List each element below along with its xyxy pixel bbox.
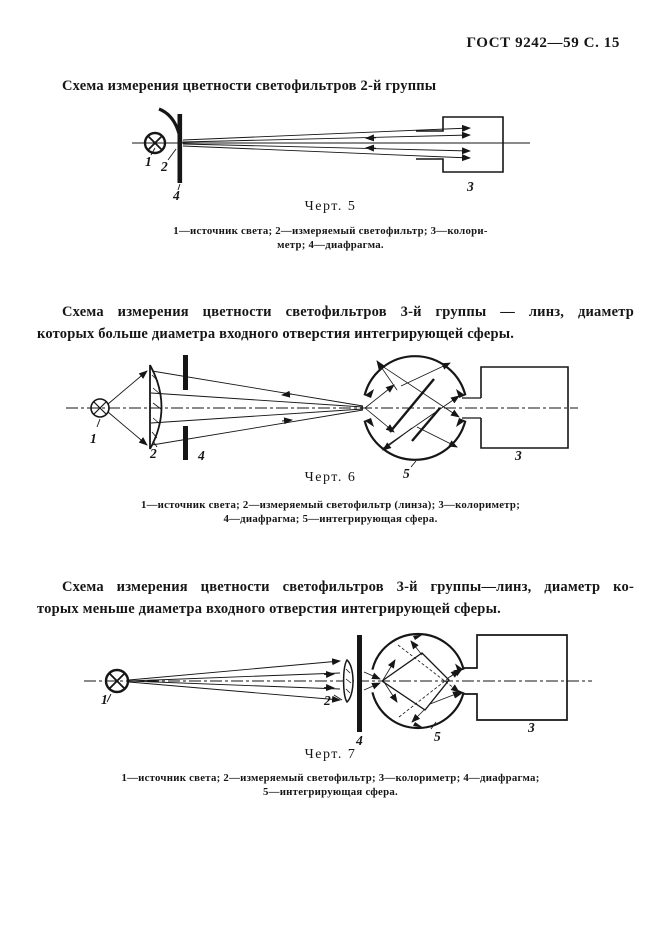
label-filter: 2 [149,446,157,461]
page-header: ГОСТ 9242—59 С. 15 [466,35,620,51]
diaphragm-bar [357,635,362,732]
section2-title-line2: которых больше диаметра входного отверст… [37,325,515,342]
rays-source-to-lens [128,658,341,703]
small-lens-filter [342,658,354,704]
light-rays [182,124,471,162]
figure5-label: Черт. 5 [304,199,357,214]
label-sphere: 5 [403,466,410,480]
figure7-legend-line2: 5—интегрирующая сфера. [263,785,398,798]
diaphragm-bar-bottom [183,426,188,460]
light-source-icon [90,398,110,418]
figure7-legend-line1: 1—источник света; 2—измеряемый светофиль… [121,772,540,784]
figure5-diagram: 1 2 4 3 [132,107,530,202]
figure5-legend: 1—источник света; 2—измеряемый светофиль… [0,225,661,252]
section1-title: Схема измерения цветности светофильтров … [37,76,634,98]
label-filter: 2 [323,693,331,708]
lens-filter [149,364,163,450]
diaphragm-bar [177,114,183,183]
figure5-legend-line2: метр; 4—диафрагма. [277,238,384,251]
label-colorimeter: 3 [466,179,474,194]
label-diaphragm: 4 [172,188,180,202]
section3-title-line1: Схема измерения цветности светофильтров … [62,579,634,595]
rays-lens-to-sphere [150,370,364,446]
section3-title-line2: торых меньше диаметра входного отверстия… [37,600,501,617]
sphere-baffle-diamond [380,652,450,711]
section3-title: Схема измерения цветности светофильтров … [37,577,634,620]
section2-title: Схема измерения цветности светофильтров … [37,302,634,345]
label-colorimeter: 3 [527,720,535,735]
label-ticks [106,693,437,730]
section1-title-line: Схема измерения цветности светофильтров … [62,78,437,94]
label-colorimeter: 3 [514,448,522,463]
figure7-label: Черт. 7 [304,747,357,762]
figure5-legend-line1: 1—источник света; 2—измеряемый светофиль… [173,225,488,237]
colorimeter-box [463,634,568,721]
integrating-sphere [363,355,467,461]
label-source: 1 [145,154,152,169]
diaphragm-bar-top [183,355,188,390]
figure6-legend: 1—источник света; 2—измеряемый светофиль… [0,499,661,526]
section2-title-line1: Схема измерения цветности светофильтров … [62,304,634,320]
sphere-baffles [389,378,441,442]
exit-tube [462,397,481,419]
scattered-rays [364,360,460,451]
figure7-legend: 1—источник света; 2—измеряемый светофиль… [0,772,661,799]
label-ticks [150,147,181,191]
label-sphere: 5 [434,729,441,744]
figure6-legend-line1: 1—источник света; 2—измеряемый светофиль… [140,499,521,511]
label-filter: 2 [160,159,168,174]
label-source: 1 [90,431,97,446]
colorimeter-box [416,116,504,173]
figure6-legend-line2: 4—диафрагма; 5—интегрирующая сфера. [223,512,438,525]
label-ticks [96,418,417,468]
light-source-icon [104,668,130,694]
rays-source-to-lens [107,370,148,446]
figure6-diagram: 1 2 4 5 3 [66,355,578,480]
figure6-label: Черт. 6 [304,470,357,485]
scattered-rays [363,640,463,723]
colorimeter-box [480,366,569,449]
label-source: 1 [101,692,108,707]
figure7-diagram: 1 2 4 5 3 [84,632,592,748]
label-diaphragm: 4 [355,733,363,748]
light-source-icon [143,131,167,155]
label-diaphragm: 4 [197,448,205,463]
